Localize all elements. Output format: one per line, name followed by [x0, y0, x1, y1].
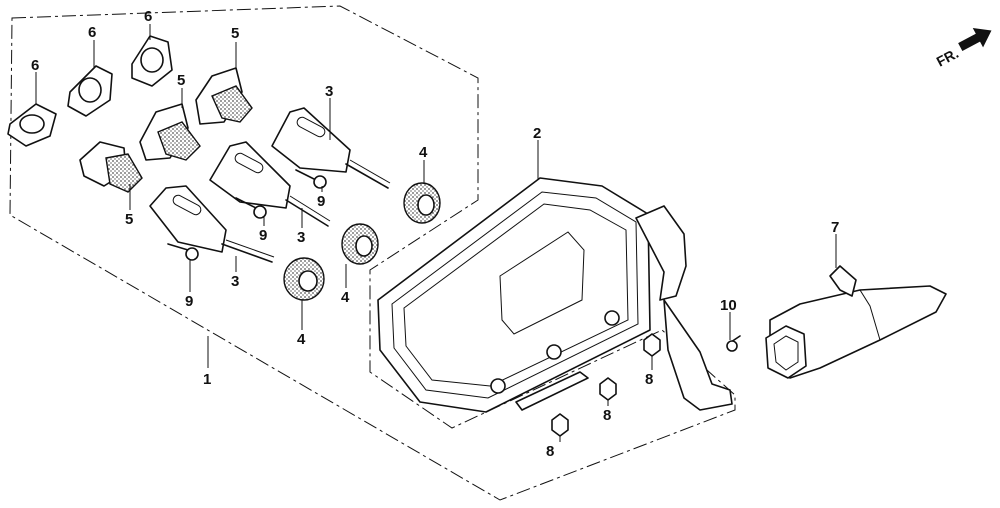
ring-4-upper: [403, 182, 441, 224]
bolt-9-lower: [167, 243, 199, 261]
gasket-6-middle: [67, 65, 113, 117]
callout-4-middle: 4: [341, 289, 350, 306]
callout-4-lower: 4: [297, 331, 306, 348]
tail-deflector-7: [765, 265, 947, 379]
front-direction-indicator: FR.: [934, 27, 992, 70]
callout-3-middle: 3: [297, 229, 305, 246]
muffler-2: [377, 177, 733, 413]
callout-8-middle: 8: [603, 407, 611, 424]
pipe-mount-5-middle: [139, 103, 201, 161]
front-direction-arrow-icon: [958, 27, 992, 52]
callout-9-middle: 9: [259, 227, 267, 244]
callout-3-lower: 3: [231, 273, 239, 290]
callout-4-upper: 4: [419, 144, 428, 161]
bolt-9-middle: [235, 197, 267, 219]
callout-8-right: 8: [645, 371, 653, 388]
leader-lines: [35, 24, 837, 442]
pipe-mount-5-upper: [195, 67, 253, 125]
callout-1: 1: [203, 371, 211, 388]
pipe-mount-5-lower: [79, 141, 143, 193]
stud-bracket-3-middle: [209, 141, 331, 227]
callout-7: 7: [831, 219, 839, 236]
callout-5-lower: 5: [125, 211, 133, 228]
direction-label: FR.: [934, 45, 961, 70]
nut-8-right: [643, 333, 661, 357]
ring-4-middle: [341, 223, 379, 265]
stud-bracket-3-lower: [149, 185, 275, 263]
callout-6-right: 6: [144, 8, 152, 25]
assembly-frame-outline: [9, 5, 736, 501]
nut-8-middle: [599, 377, 617, 401]
callout-3-upper: 3: [325, 83, 333, 100]
callout-2: 2: [533, 125, 541, 142]
callout-9-lower: 9: [185, 293, 193, 310]
bolt-10: [726, 335, 741, 352]
callout-5-middle: 5: [177, 72, 185, 89]
bolt-9-upper: [295, 169, 327, 189]
callout-8-bottom: 8: [546, 443, 554, 460]
gasket-6-right: [131, 35, 173, 87]
callout-6-left: 6: [31, 57, 39, 74]
gasket-6-left: [7, 103, 57, 147]
callout-6-middle: 6: [88, 24, 96, 41]
callout-10: 10: [720, 297, 737, 314]
nut-8-bottom: [551, 413, 569, 437]
callout-5-upper: 5: [231, 25, 239, 42]
callout-9-upper: 9: [317, 193, 325, 210]
ring-4-lower: [283, 257, 325, 301]
stud-bracket-3-upper: [271, 107, 391, 189]
